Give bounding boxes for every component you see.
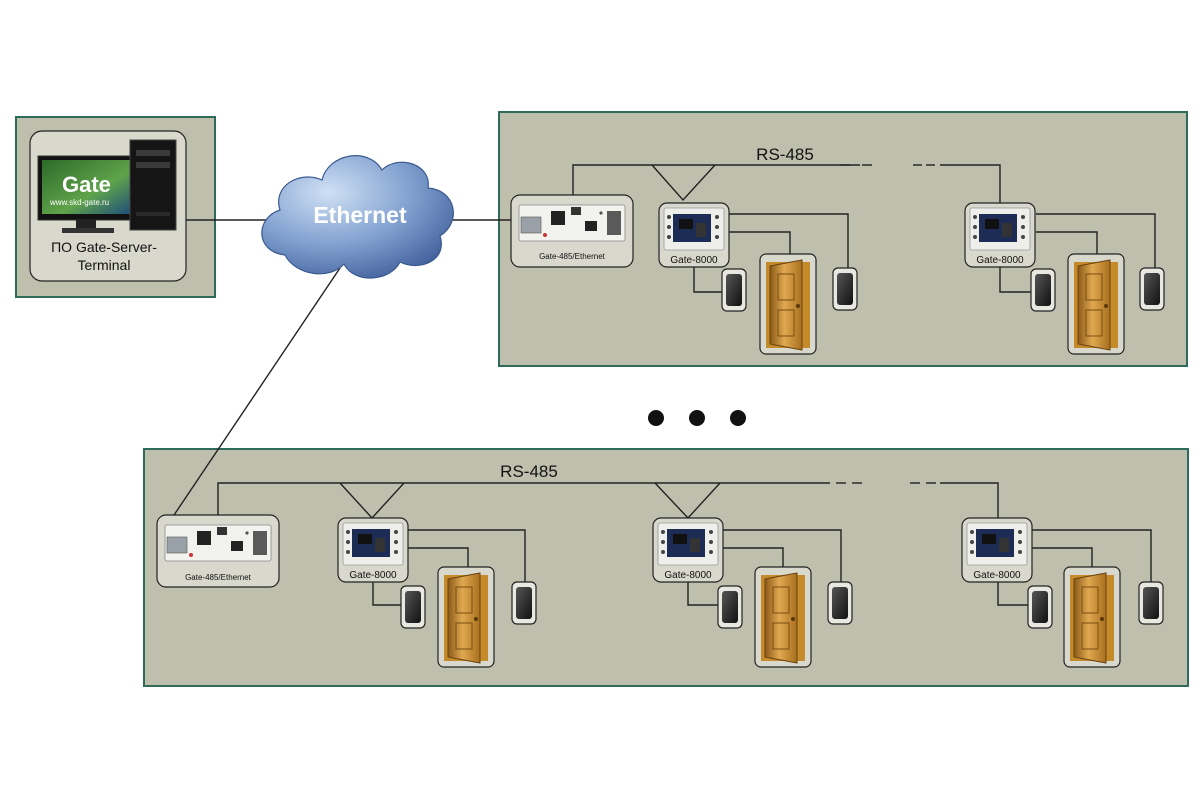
controller-label-bottom-1: Gate-8000 xyxy=(349,570,397,581)
door-icon xyxy=(1067,253,1125,355)
controller-label-bottom-3: Gate-8000 xyxy=(973,570,1021,581)
desktop-computer-icon xyxy=(37,139,177,233)
converter-label-top: Gate-485/Ethernet xyxy=(539,252,606,261)
server-label-line1: ПО Gate-Server- xyxy=(51,239,157,255)
rs485-label-bottom: RS-485 xyxy=(500,462,558,481)
controller-label-top-2: Gate-8000 xyxy=(976,255,1024,266)
monitor-url: www.skd-gate.ru xyxy=(49,198,109,207)
card-reader-icon xyxy=(511,581,537,625)
door-icon xyxy=(759,253,817,355)
card-reader-icon xyxy=(400,585,426,629)
card-reader-icon xyxy=(827,581,853,625)
controller-label-bottom-2: Gate-8000 xyxy=(664,570,712,581)
card-reader-icon xyxy=(1027,585,1053,629)
card-reader-icon xyxy=(717,585,743,629)
card-reader-icon xyxy=(1138,581,1164,625)
connection-lines xyxy=(171,164,1156,606)
more-segments-indicator xyxy=(648,410,746,426)
card-reader-icon xyxy=(1139,267,1165,311)
card-reader-icon xyxy=(832,267,858,311)
rs485-label-top: RS-485 xyxy=(756,145,814,164)
server-label-line2: Terminal xyxy=(78,257,131,273)
door-icon xyxy=(1063,566,1121,668)
converter-label-bottom: Gate-485/Ethernet xyxy=(185,573,252,582)
door-icon xyxy=(437,566,495,668)
door-icon xyxy=(754,566,812,668)
controller-label-top-1: Gate-8000 xyxy=(670,255,718,266)
card-reader-icon xyxy=(1030,268,1056,312)
monitor-logo: Gate xyxy=(62,172,111,197)
ethernet-label: Ethernet xyxy=(313,202,407,228)
card-reader-icon xyxy=(721,268,747,312)
ethernet-cloud-icon xyxy=(261,155,454,279)
